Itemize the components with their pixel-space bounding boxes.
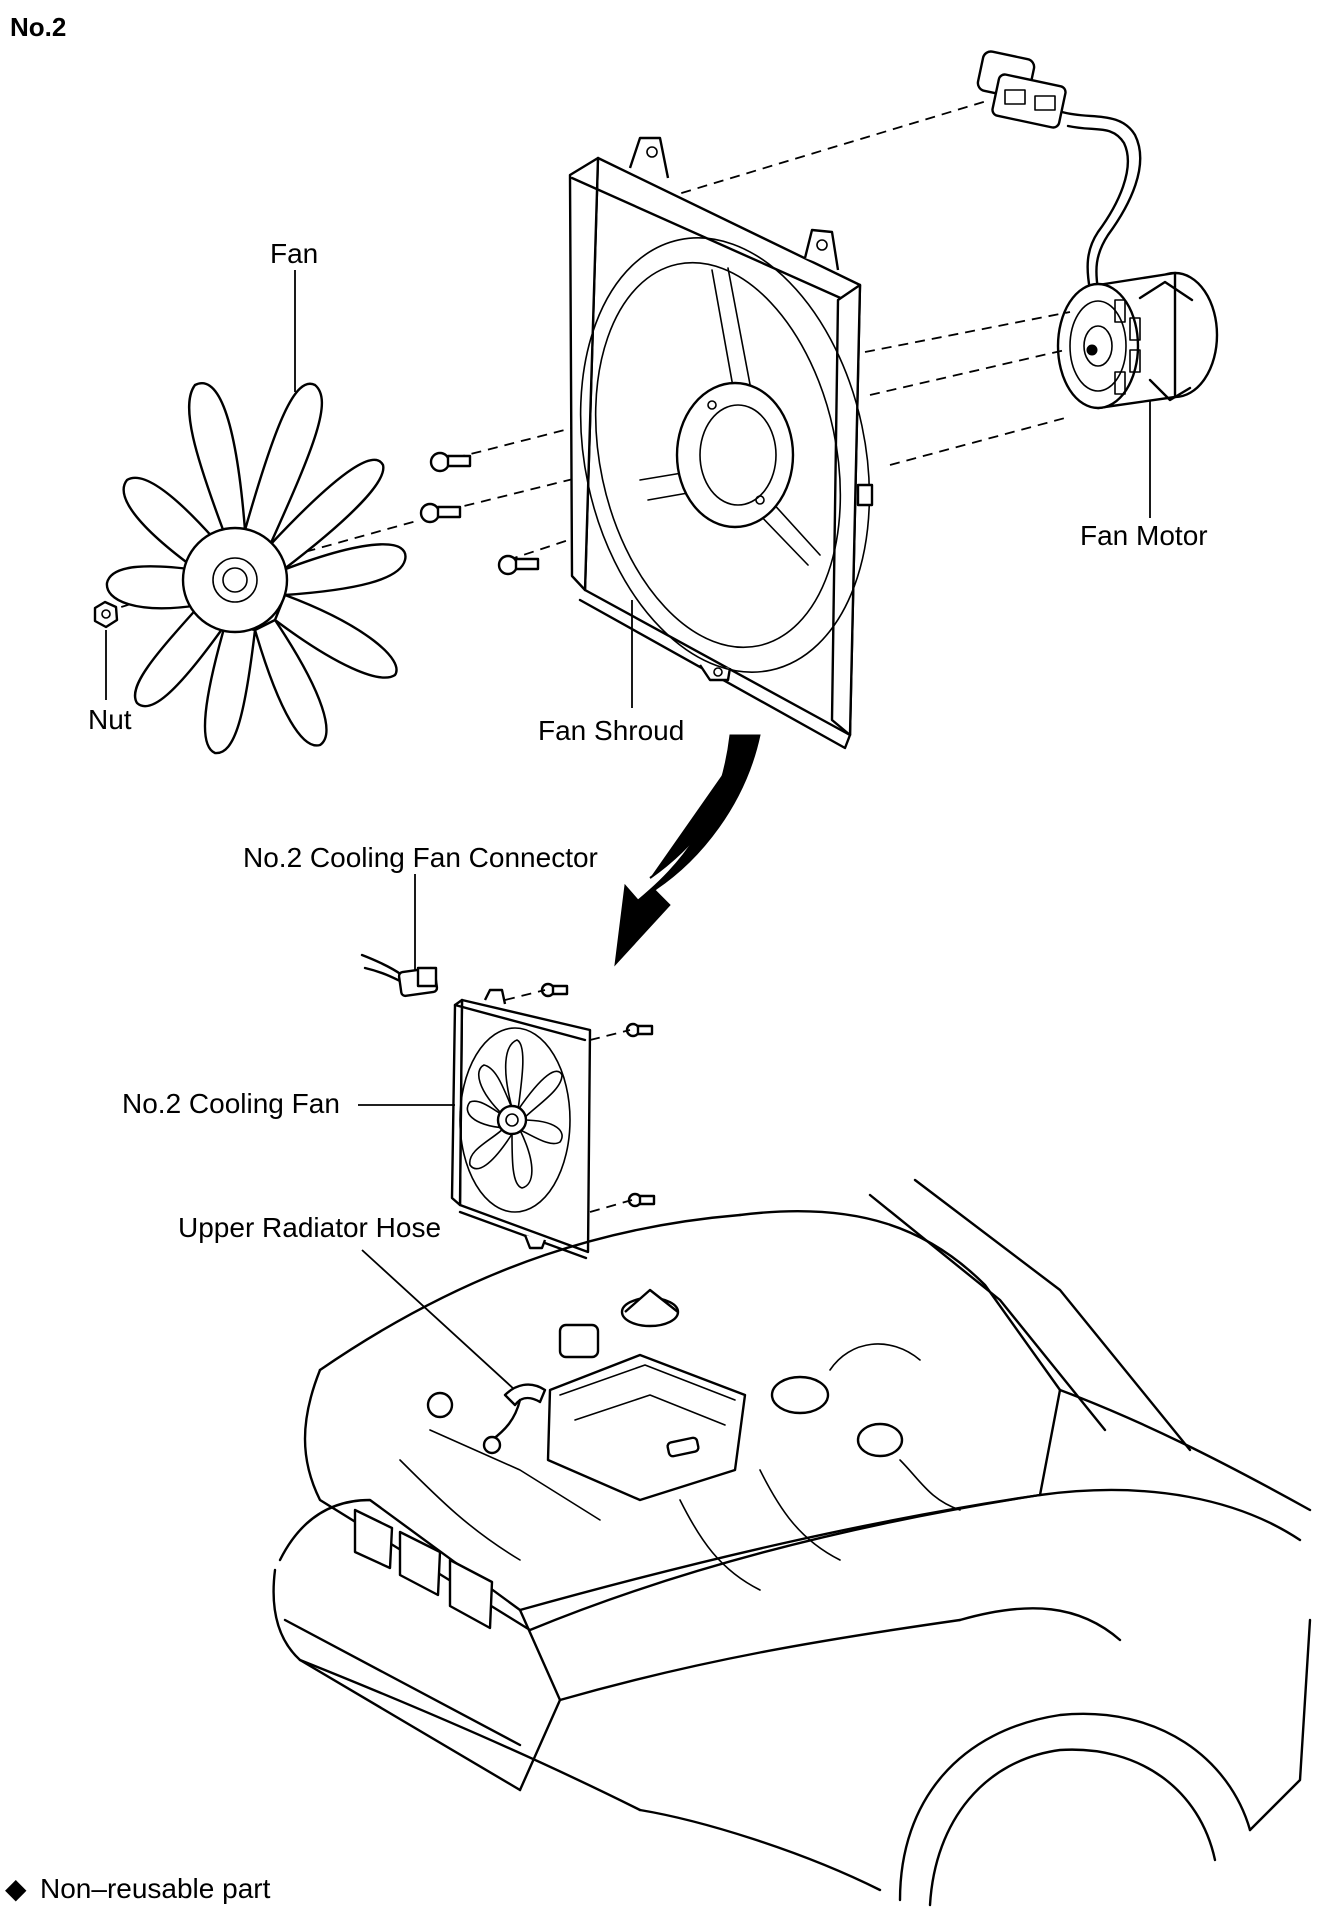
cooling-fan-bolt-3 xyxy=(627,1192,656,1208)
legend-symbol: ◆ xyxy=(5,1873,27,1904)
cooling-fan-assembly xyxy=(450,982,656,1260)
label-fan-motor: Fan Motor xyxy=(1080,520,1208,551)
legend: ◆ Non–reusable part xyxy=(5,1873,271,1904)
label-fan-shroud: Fan Shroud xyxy=(538,715,684,746)
label-nut: Nut xyxy=(88,704,132,735)
label-fan: Fan xyxy=(270,238,318,269)
vehicle-front xyxy=(272,1178,1312,1907)
diagram-title: No.2 xyxy=(10,12,66,42)
bolt-2 xyxy=(419,502,462,524)
bolt-3 xyxy=(497,554,540,576)
nut xyxy=(93,600,119,629)
cooling-fan-connector xyxy=(360,953,439,998)
legend-text: Non–reusable part xyxy=(40,1873,271,1904)
shroud-bolts xyxy=(419,451,540,576)
fan-motor-wire-connector xyxy=(976,50,1142,292)
radiator-hose-leader xyxy=(361,1249,516,1391)
fan-motor xyxy=(1056,271,1219,410)
label-radiator-hose: Upper Radiator Hose xyxy=(178,1212,441,1243)
cooling-fan-bolt-2 xyxy=(625,1022,654,1038)
cooling-fan-bolt-1 xyxy=(540,982,569,998)
bolt-1 xyxy=(429,451,472,473)
label-connector: No.2 Cooling Fan Connector xyxy=(243,842,598,873)
fan-blades xyxy=(105,382,407,755)
fan-shroud xyxy=(568,136,874,750)
label-cooling-fan: No.2 Cooling Fan xyxy=(122,1088,340,1119)
